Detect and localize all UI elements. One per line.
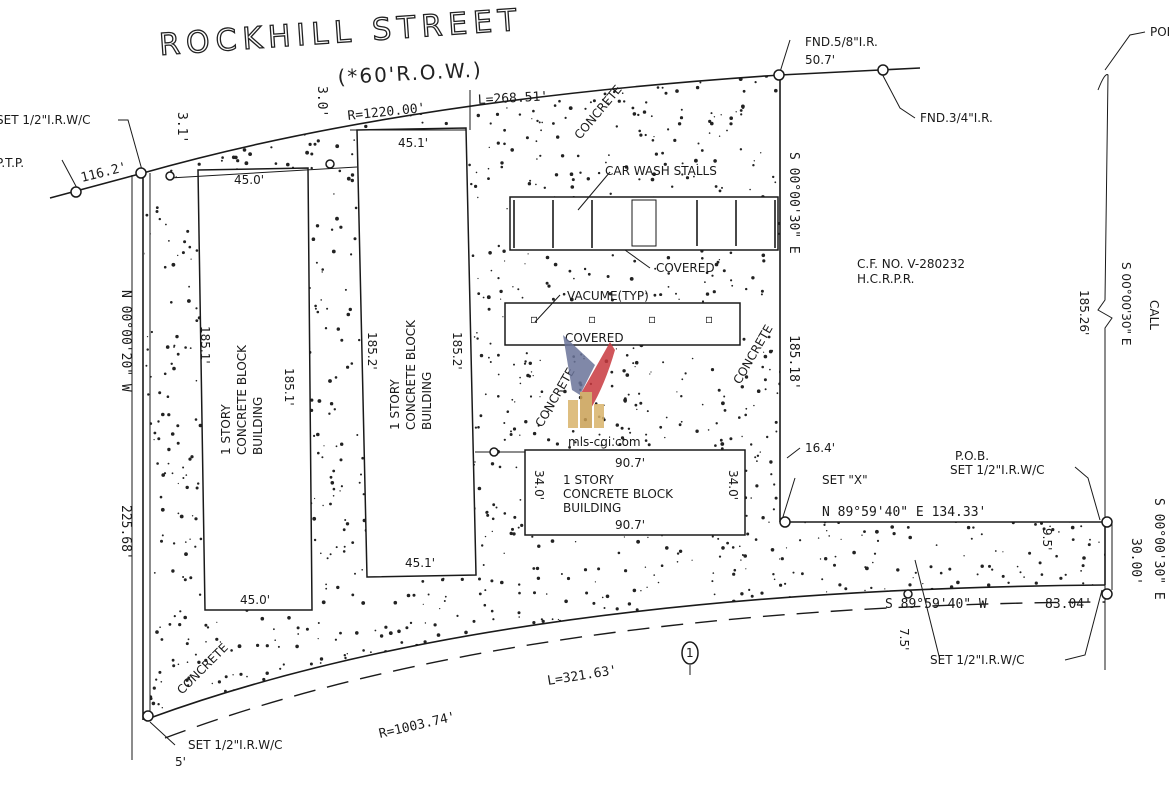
building-label: CONCRETE BLOCK	[404, 319, 418, 430]
south-curve-line	[149, 584, 1106, 719]
watermark-text: mls-cgi.com	[568, 435, 641, 449]
dimension-label: 45.0'	[240, 593, 270, 607]
set-x-label: SET "X"	[822, 473, 868, 487]
dimension-label: 45.1'	[398, 136, 428, 150]
offset-label: 3.1'	[174, 112, 189, 143]
call-distance: 185.26'	[1077, 290, 1091, 335]
dimension-label: 90.7'	[615, 518, 645, 532]
concrete-label: CONCRETE	[174, 641, 231, 698]
far-east-distance: 30.00'	[1128, 538, 1143, 585]
south-row-dashed-line	[164, 601, 1106, 739]
found-iron-label: FND.5/8"I.R.	[805, 35, 878, 49]
record-label: H.C.R.P.R.	[857, 272, 914, 286]
call-line	[1097, 74, 1113, 670]
iron-rod-marker	[877, 64, 889, 76]
far-east-bearing: S 00°00'30" E	[1151, 498, 1166, 600]
vacuum-icon: ▫	[705, 312, 713, 326]
car-wash-stalls	[509, 196, 779, 251]
building-3-labels: 1 STORY CONCRETE BLOCK BUILDING 90.7' 90…	[532, 456, 740, 532]
street-name: ROCKHILL STREET	[158, 3, 523, 63]
iron-rod-marker	[70, 186, 82, 198]
ptp-label: P.T.P.	[0, 156, 24, 170]
dimension-label: 90.7'	[615, 456, 645, 470]
building-label: CONCRETE BLOCK	[235, 344, 249, 455]
building-3	[524, 449, 746, 536]
north-curve-length: L=268.51'	[477, 89, 548, 108]
offset-label: 3.0'	[314, 86, 329, 117]
covered-label: COVERED	[656, 261, 715, 275]
iron-rod-marker	[1101, 588, 1113, 600]
row-width: (*60'R.O.W.)	[337, 57, 483, 89]
covered-label: COVERED	[565, 331, 624, 345]
building-2-labels: 1 STORY CONCRETE BLOCK BUILDING 45.1' 45…	[365, 136, 464, 570]
iron-rod-marker	[773, 69, 785, 81]
note-number: 1	[686, 646, 694, 660]
building-label: CONCRETE BLOCK	[563, 487, 674, 501]
set-iron-label: SET 1/2"I.R.W/C	[930, 653, 1025, 667]
vacuum-icon: ▫	[530, 312, 538, 326]
north-row-line	[49, 67, 921, 199]
dimension-label: 34.0'	[532, 470, 546, 500]
point-label: POI	[1150, 25, 1170, 39]
building-1-labels: 1 STORY CONCRETE BLOCK BUILDING 45.0' 45…	[198, 173, 296, 607]
south-curve-length: L=321.63'	[546, 663, 618, 689]
south-line-bearing: S 89°59'40" W	[885, 597, 987, 612]
offset-label: 5'	[175, 755, 186, 769]
vacuum-station: ▫ ▫ ▫ ▫	[504, 302, 741, 346]
dimension-label: 185.2'	[365, 332, 379, 370]
set-x-marker	[779, 516, 791, 528]
pob-marker	[1101, 516, 1113, 528]
dimension-label: 45.0'	[234, 173, 264, 187]
iron-rod-marker	[135, 167, 147, 179]
dimension-label: 185.1'	[198, 326, 212, 364]
vacuum-icon: ▫	[648, 312, 656, 326]
dimension-label: 45.1'	[405, 556, 435, 570]
east-bearing: S 00°00'30" E	[786, 152, 801, 254]
found-iron-label: FND.3/4"I.R.	[920, 111, 993, 125]
set-iron-label: SET 1/2"I.R.W/C	[0, 113, 91, 127]
note-circle	[681, 641, 699, 665]
east-distance: 185.18'	[786, 335, 801, 390]
building-label: 1 STORY	[563, 473, 614, 487]
watermark-logo	[563, 335, 615, 428]
cf-number: C.F. NO. V-280232	[857, 257, 965, 271]
segment-length: 116.2'	[79, 160, 128, 186]
iron-rod-marker	[142, 710, 154, 722]
vacuum-icon: ▫	[588, 312, 596, 326]
south-line-distance: 83.04'	[1045, 597, 1092, 612]
vacuum-label: VACUME(TYP)	[567, 289, 649, 303]
call-bearing: S 00°00'30" E	[1119, 262, 1133, 345]
set-iron-label: SET 1/2"I.R.W/C	[188, 738, 283, 752]
offset-label: 16.4'	[805, 441, 835, 455]
car-wash-label: CAR WASH STALLS	[605, 164, 717, 178]
north-curve-radius: R=1220.00'	[347, 101, 426, 124]
call-label: CALL	[1147, 300, 1161, 330]
building-1	[197, 167, 313, 611]
dimension-label: 185.2'	[450, 332, 464, 370]
building-label: 1 STORY	[219, 404, 233, 455]
building-label: BUILDING	[251, 397, 265, 455]
north-line-bearing: N 89°59'40" E 134.33'	[822, 505, 986, 520]
dimension-label: 185.1'	[282, 368, 296, 406]
dimension-label: 34.0'	[726, 470, 740, 500]
south-curve-radius: R=1003.74'	[378, 710, 458, 742]
pob-label: P.O.B.	[955, 449, 989, 463]
offset-label: 7.5'	[897, 628, 911, 650]
west-bearing: N 00°00'20" W	[118, 290, 133, 392]
concrete-label: CONCRETE	[572, 82, 625, 142]
building-2	[356, 127, 477, 578]
offset-label: 9.5'	[1040, 528, 1054, 550]
pob-iron-label: SET 1/2"I.R.W/C	[950, 463, 1045, 477]
west-distance: 225.68'	[118, 505, 133, 560]
building-label: 1 STORY	[388, 379, 402, 430]
distance-label: 50.7'	[805, 53, 835, 67]
building-label: BUILDING	[563, 501, 621, 515]
building-label: BUILDING	[420, 372, 434, 430]
